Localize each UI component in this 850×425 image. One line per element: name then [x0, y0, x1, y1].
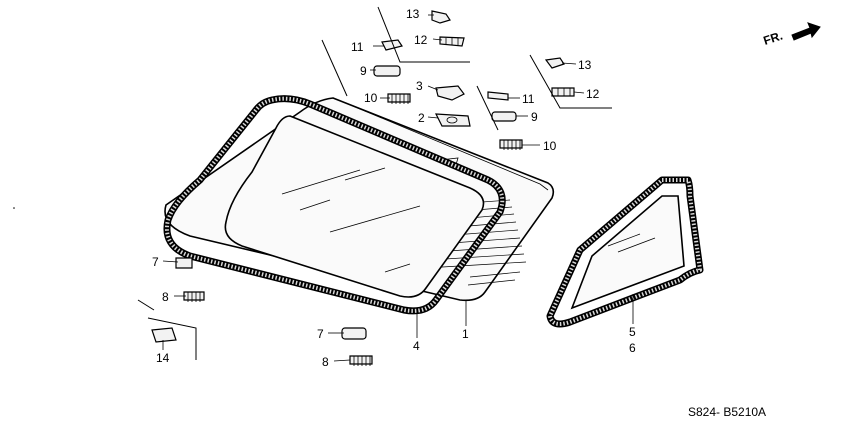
callout-9-right: 9 — [531, 110, 538, 124]
callout-8-bottom: 8 — [322, 355, 329, 369]
part-12-fastener-a — [439, 36, 465, 47]
part-7-pad-a — [175, 257, 193, 269]
front-direction-indicator: FR. — [762, 22, 821, 48]
callout-12-right: 12 — [586, 87, 600, 101]
part-9-pad-b — [491, 111, 517, 122]
diagram-code: S824- B5210A — [688, 405, 766, 419]
edge-mark — [13, 207, 15, 209]
callout-13-upper: 13 — [406, 7, 420, 21]
quarter-window-glass — [546, 176, 704, 328]
callout-10-left: 10 — [364, 91, 378, 105]
part-13-clip-b — [544, 57, 565, 69]
callout-2: 2 — [418, 111, 425, 125]
part-11-spacer-a — [381, 39, 403, 51]
part-10-clip-a — [387, 93, 411, 104]
part-10-clip-b — [499, 139, 523, 150]
callout-labels: 13 12 11 9 3 10 2 11 9 10 13 12 7 8 14 7… — [152, 7, 636, 369]
part-8-clip-b — [349, 355, 373, 366]
part-7-pad-b — [341, 327, 367, 340]
glass-reflection-lines — [281, 167, 421, 273]
part-2-bracket — [434, 113, 471, 127]
callout-7-bottom: 7 — [317, 327, 324, 341]
callout-4: 4 — [413, 339, 420, 353]
part-14-stopper — [151, 327, 177, 343]
rear-windshield-dam-rubber — [163, 95, 506, 315]
callout-14: 14 — [156, 351, 170, 365]
callout-10-right: 10 — [543, 139, 557, 153]
callout-1: 1 — [462, 327, 469, 341]
callout-11-right: 11 — [522, 92, 535, 106]
front-arrow-icon — [791, 22, 821, 41]
callout-12-upper: 12 — [414, 33, 428, 47]
part-13-clip-a — [431, 10, 451, 24]
callout-9-left: 9 — [360, 64, 367, 78]
part-11-spacer-b — [487, 91, 509, 101]
callout-6: 6 — [629, 341, 636, 355]
callout-11-left: 11 — [351, 40, 364, 54]
callout-8-left: 8 — [162, 290, 169, 304]
part-3-bracket — [435, 85, 465, 101]
part-12-fastener-b — [551, 87, 575, 97]
leader-lines — [162, 14, 634, 362]
callout-3: 3 — [416, 79, 423, 93]
part-8-clip-a — [183, 291, 205, 302]
part-9-pad-a — [373, 65, 401, 77]
group-bracket-lines — [137, 6, 612, 360]
callout-5: 5 — [629, 325, 636, 339]
callout-7-left: 7 — [152, 255, 159, 269]
callout-13-right: 13 — [578, 58, 592, 72]
front-direction-label: FR. — [762, 29, 785, 48]
